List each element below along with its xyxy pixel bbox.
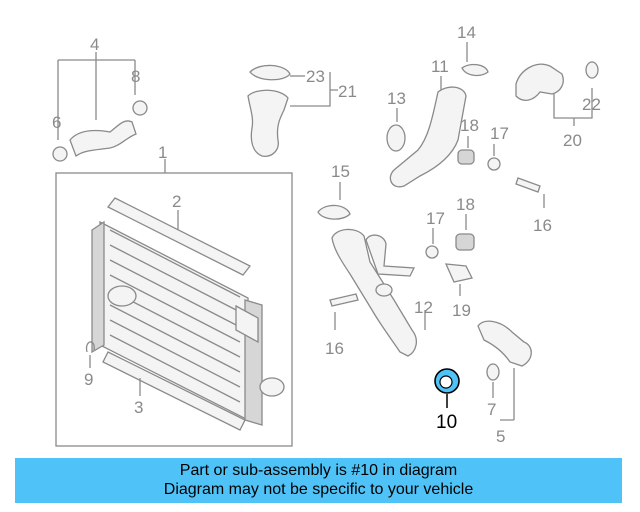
hose-4 [69, 120, 137, 158]
callout-23: 23 [306, 67, 325, 86]
bolt-16b [329, 293, 359, 307]
intercooler-core [91, 220, 285, 426]
callout-17a: 17 [490, 124, 509, 143]
callout-4: 4 [90, 35, 99, 54]
bushing-18b [455, 233, 475, 251]
callout-1: 1 [158, 143, 167, 162]
bushing-18a [457, 149, 475, 165]
callout-18a: 18 [460, 116, 479, 135]
callout-3: 3 [134, 398, 143, 417]
callout-7: 7 [487, 400, 496, 419]
callout-16a: 16 [533, 216, 552, 235]
clamp-15 [317, 204, 351, 220]
callout-2: 2 [172, 192, 181, 211]
parts-diagram: 1 2 3 9 4 8 6 23 21 14 11 13 18 17 [52, 23, 601, 447]
callout-15: 15 [331, 162, 350, 181]
clamp-14 [461, 63, 489, 77]
callout-20: 20 [563, 131, 582, 150]
hose-5 [477, 320, 532, 367]
pipe-11 [389, 86, 467, 188]
callout-8: 8 [131, 67, 140, 86]
callout-5: 5 [496, 427, 505, 446]
banner-line-1: Part or sub-assembly is #10 in diagram [179, 462, 458, 479]
callout-17b: 17 [426, 209, 445, 228]
hose-21 [247, 89, 289, 157]
callout-6: 6 [52, 113, 61, 132]
callout-10: 10 [436, 412, 457, 433]
seal-part-10[interactable] [434, 368, 460, 394]
o-ring-6 [52, 146, 68, 162]
info-banner: Part or sub-assembly is #10 in diagram D… [15, 458, 622, 503]
callout-21: 21 [338, 82, 357, 101]
banner-line-2: Diagram may not be specific to your vehi… [163, 481, 474, 498]
o-ring-7 [486, 363, 500, 381]
o-ring-13 [386, 124, 406, 152]
bolt-16a [515, 177, 541, 193]
callout-12: 12 [414, 298, 433, 317]
grommet-17b [425, 245, 439, 259]
callout-22: 22 [582, 95, 601, 114]
bracket-19 [444, 263, 473, 283]
hose-20 [515, 63, 564, 102]
pipe-12 [331, 228, 418, 357]
lower-air-guide [102, 351, 246, 431]
callout-14: 14 [457, 23, 476, 42]
clamp-23 [249, 64, 291, 81]
o-ring-8 [132, 100, 148, 116]
callout-13: 13 [387, 89, 406, 108]
callout-11: 11 [431, 57, 449, 76]
callout-18b: 18 [456, 195, 475, 214]
o-ring-22 [585, 61, 599, 79]
grommet-17a [487, 157, 501, 171]
upper-air-guide [107, 197, 251, 276]
clip-9 [85, 341, 95, 353]
callout-19: 19 [452, 301, 471, 320]
callout-9: 9 [84, 370, 93, 389]
intercooler-frame [55, 172, 293, 447]
callout-16b: 16 [325, 339, 344, 358]
